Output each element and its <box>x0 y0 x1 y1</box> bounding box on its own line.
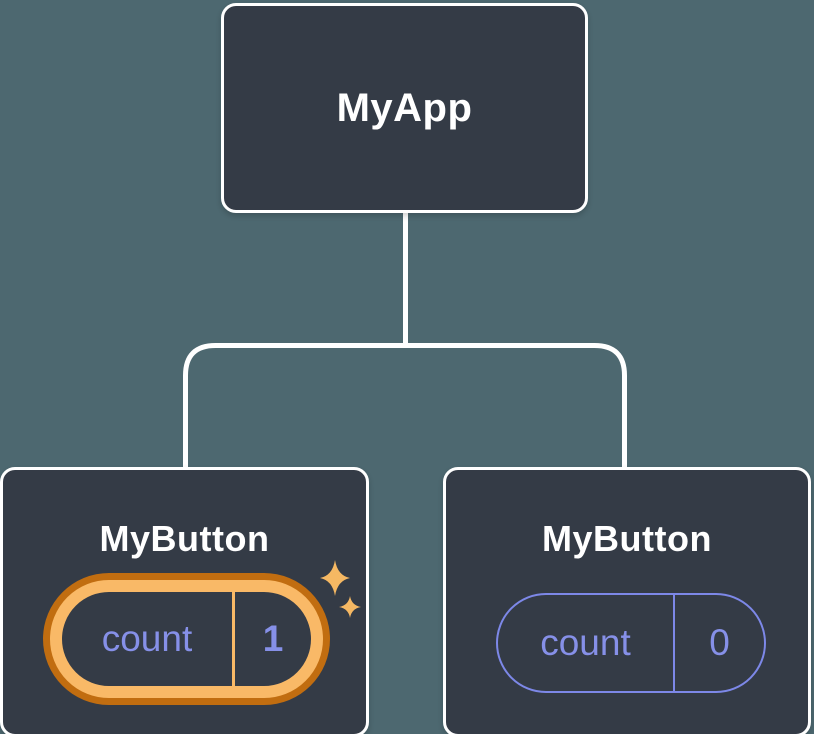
pill-divider <box>673 595 675 691</box>
node-label-mybutton-left: MyButton <box>99 518 270 559</box>
state-key-label: count <box>101 618 193 659</box>
sparkle-icon <box>320 560 361 618</box>
pill-divider <box>232 592 235 686</box>
state-pill-count-highlighted: count 1 <box>50 580 323 698</box>
node-label-myapp: MyApp <box>336 85 473 130</box>
state-key-cell: count <box>498 595 673 691</box>
state-value-cell: 0 <box>675 595 764 691</box>
state-value-label: 0 <box>709 622 730 663</box>
state-key-label: count <box>540 622 631 663</box>
tree-node-mybutton-left: MyButton count 1 <box>0 467 369 734</box>
state-key-cell: count <box>62 592 232 686</box>
state-value-cell: 1 <box>235 592 311 686</box>
state-pill-count-plain: count 0 <box>496 593 766 693</box>
state-value-label: 1 <box>262 618 284 659</box>
tree-node-myapp: MyApp <box>221 3 588 213</box>
tree-node-mybutton-right: MyButton count 0 <box>443 467 811 734</box>
node-label-mybutton-right: MyButton <box>542 518 712 559</box>
